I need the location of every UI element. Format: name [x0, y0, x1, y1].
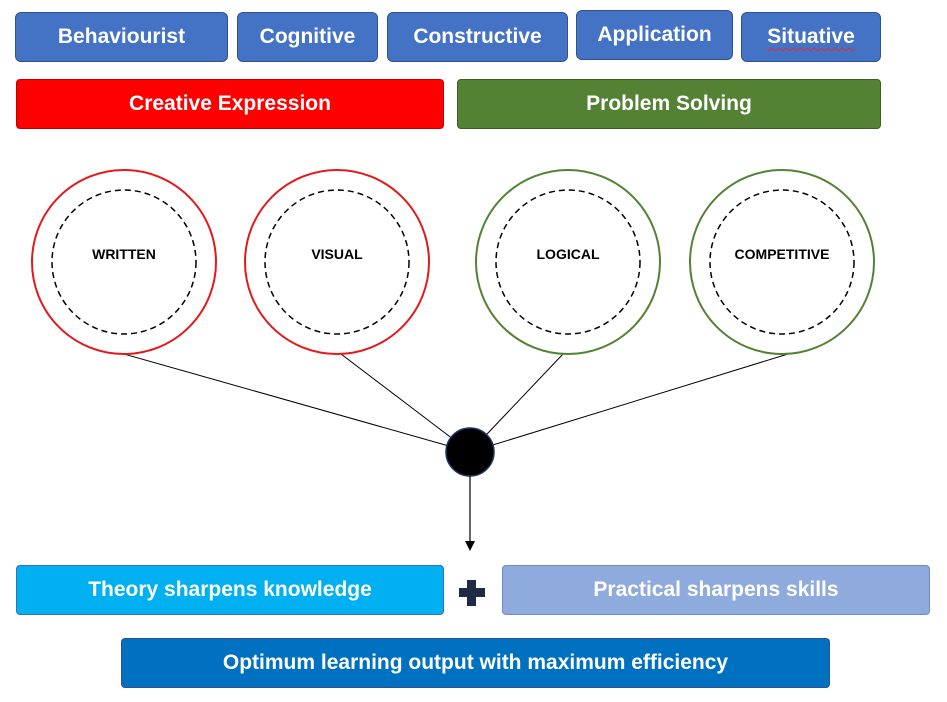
circle-written-label: WRITTEN	[92, 246, 156, 262]
circle-competitive-outer	[689, 169, 875, 355]
circle-logical-label: LOGICAL	[537, 246, 600, 262]
situative-label: Situative	[767, 25, 855, 48]
cognitive-box: Cognitive	[237, 12, 378, 62]
optimum-label: Optimum learning output with maximum eff…	[222, 651, 729, 674]
problem-solving-bar: Problem Solving	[457, 79, 881, 129]
situative-box: Situative	[741, 12, 881, 62]
behaviourist-box: Behaviourist	[15, 12, 228, 62]
circle-visual-inner	[264, 189, 410, 335]
application-box: Application	[576, 10, 733, 60]
optimum-box: Optimum learning output with maximum eff…	[121, 638, 830, 688]
behaviourist-label: Behaviourist	[57, 25, 186, 48]
theory-box: Theory sharpens knowledge	[16, 565, 444, 615]
creative-expression-label: Creative Expression	[129, 92, 331, 115]
connector-written	[123, 353, 471, 453]
circle-written-inner	[51, 189, 197, 335]
connector-visual	[340, 353, 471, 453]
problem-solving-label: Problem Solving	[586, 92, 752, 115]
circle-visual: VISUAL	[244, 169, 430, 355]
circle-visual-label: VISUAL	[311, 246, 363, 262]
circle-logical: LOGICAL	[475, 169, 661, 355]
circle-written-outer	[31, 169, 217, 355]
connector-competitive	[469, 353, 789, 453]
plus-icon	[457, 578, 487, 608]
circle-competitive: COMPETITIVE	[689, 169, 875, 355]
circle-logical-inner	[495, 189, 641, 335]
theory-label: Theory sharpens knowledge	[88, 578, 372, 601]
constructive-box: Constructive	[387, 12, 568, 62]
cognitive-label: Cognitive	[259, 25, 356, 48]
circle-written: WRITTEN	[31, 169, 217, 355]
circle-logical-outer	[475, 169, 661, 355]
constructive-label: Constructive	[413, 25, 542, 48]
practical-box: Practical sharpens skills	[502, 565, 930, 615]
hub-node	[445, 427, 495, 477]
circle-visual-outer	[244, 169, 430, 355]
circle-competitive-inner	[709, 189, 855, 335]
application-label: Application	[597, 23, 712, 46]
circle-competitive-label: COMPETITIVE	[735, 246, 830, 262]
creative-expression-bar: Creative Expression	[16, 79, 444, 129]
practical-label: Practical sharpens skills	[593, 578, 839, 601]
